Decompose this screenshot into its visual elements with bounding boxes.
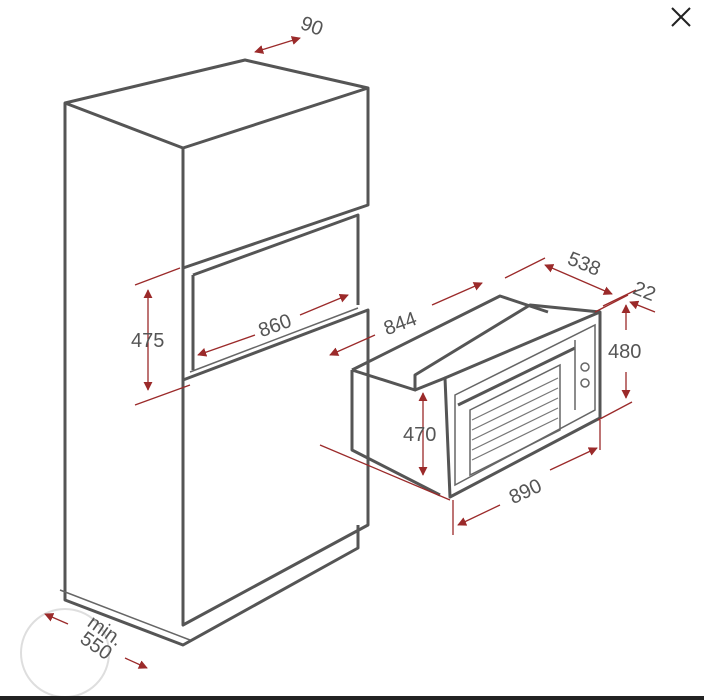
- dim-label-480: 480: [608, 341, 641, 363]
- dim-label-90: 90: [298, 12, 326, 40]
- close-icon: [671, 7, 691, 27]
- tall-cabinet: [59, 58, 370, 647]
- oven: [350, 294, 602, 499]
- dim-label-475: 475: [131, 330, 164, 352]
- dim-label-890: 890: [506, 475, 546, 509]
- dimension-lines: [44, 36, 656, 669]
- dim-label-470: 470: [403, 424, 436, 446]
- close-button[interactable]: [668, 4, 694, 30]
- dim-label-860: 860: [256, 310, 295, 342]
- dim-label-844: 844: [381, 308, 420, 340]
- bottom-bar: [0, 696, 704, 700]
- dim-label-22: 22: [630, 277, 659, 306]
